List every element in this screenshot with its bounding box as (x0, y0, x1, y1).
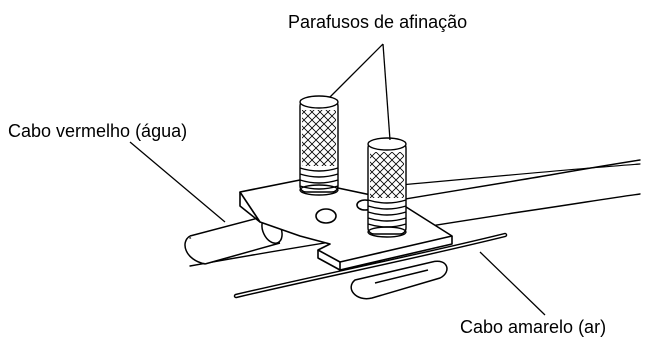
yellow-cable (189, 159, 641, 299)
leader-screw-left (329, 43, 384, 98)
leader-lines (129, 43, 546, 316)
lower-bracket (350, 260, 448, 300)
tuning-screw-left (299, 95, 339, 196)
leader-screw-right (382, 43, 391, 141)
tuning-screw-right (367, 137, 407, 238)
red-cable-label: Cabo vermelho (água) (8, 121, 188, 141)
tuning-screws-label: Parafusos de afinação (288, 12, 468, 32)
yellow-cable-label: Cabo amarelo (ar) (460, 317, 607, 337)
leader-red-cable (129, 141, 226, 223)
leader-yellow-cable (479, 251, 546, 316)
